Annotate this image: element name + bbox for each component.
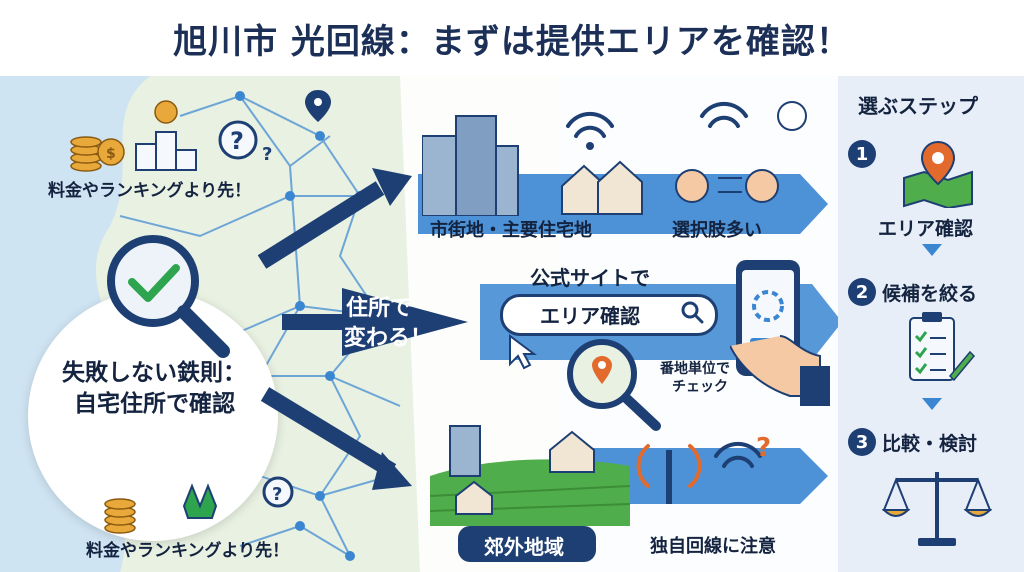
svg-text:?: ? [756,433,771,463]
top-caption: 料金やランキングより先！ [48,181,252,201]
step-1-label: エリア確認 [878,218,974,240]
step-3-label: 比較・検討 [882,433,978,455]
choice-label: 選択肢多い [672,220,762,241]
rule-line-1: 失敗しない鉄則： [62,360,246,386]
rule-line-2: 自宅住所で確認 [74,391,235,417]
chevron-down-icon [922,398,942,410]
infographic: $ ? ? 料金やランキングより先！ 失敗しない鉄則： 自宅住所で確認 ? 料金… [0,76,1024,572]
arrow-label-line-1: 住所で [346,296,413,321]
magnifier-map-icon [567,339,661,431]
magnifier-check-icon [107,235,230,358]
suburb-scene-icon [430,425,630,526]
step-3-number: 3 [848,428,876,456]
steps-heading: 選ぶステップ [858,94,978,118]
address-note-line-1: 番地単位で [660,361,730,377]
step-1-number: 1 [848,140,876,168]
city-buildings-icon [422,101,807,216]
chevron-down-icon [922,244,942,256]
step-2-number: 2 [848,278,876,306]
own-line-note: 独自回線に注意 [650,536,776,557]
suburb-label: 郊外地域 [484,535,564,559]
cursor-icon [509,334,537,370]
arrow-label-line-2: 変わる！ [344,326,433,351]
clipboard-checklist-icon [909,312,976,382]
page-title: 旭川市 光回線：まずは提供エリアを確認！ [173,21,851,62]
map-pin-icon [305,90,331,122]
svg-text:?: ? [262,144,272,165]
address-note-line-2: チェック [672,379,728,395]
smartphone-icon [730,260,830,406]
coins-question-icon: ? [104,476,294,534]
area-check-button[interactable]: エリア確認 [540,304,640,328]
step-2-label: 候補を絞る [882,283,978,305]
search-icon[interactable] [680,300,704,324]
city-label: 市街地・主要住宅地 [430,220,592,241]
rule-circle [28,291,278,541]
svg-text:$: $ [106,146,116,162]
map-pin-icon [903,140,973,208]
coins-podium-question-icon: $ ? ? [70,100,272,172]
official-site-label: 公式サイトで [530,266,650,290]
steps-panel: 選ぶステップ 1 エリア確認 2 候補を絞る 3 比較・検討 [838,76,1024,572]
area-search-box[interactable] [500,294,718,336]
bottom-caption: 料金やランキングより先！ [86,541,290,561]
svg-text:?: ? [272,484,282,505]
balance-scale-icon [882,472,992,546]
svg-text:?: ? [230,127,244,155]
antenna-icon: ? [636,433,771,504]
suburb-pill [458,526,596,562]
